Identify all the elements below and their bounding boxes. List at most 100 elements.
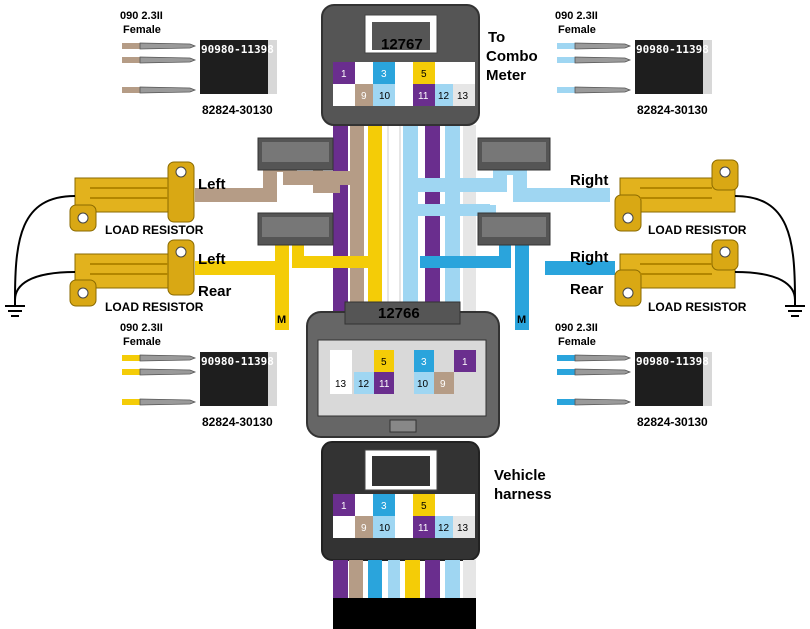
wire-lightblue-right <box>445 125 460 315</box>
terminal-wire-stub <box>122 369 140 375</box>
resistor-label: LOAD RESISTOR <box>648 223 747 237</box>
terminal-panel: 090 2.3II Female 90980-11398 82824-30130 <box>120 10 277 117</box>
terminal-type-label: 090 2.3II <box>120 10 163 22</box>
terminal-wire-stub <box>122 355 140 361</box>
terminal-wire-stub <box>557 399 575 405</box>
resistor-left-bottom: LOAD RESISTOR <box>69 239 204 314</box>
terminal-wire-stub <box>122 43 140 49</box>
wire-tan-left <box>350 125 364 315</box>
part-number-label: 90980-11398 <box>636 355 709 368</box>
resistor-right-top: LOAD RESISTOR <box>614 159 747 237</box>
terminal-wire-stub <box>557 43 575 49</box>
wire-lightblue-center <box>403 125 418 315</box>
resistor-label: LOAD RESISTOR <box>105 300 204 314</box>
pin-label: 13 <box>335 379 347 390</box>
pin-label: 3 <box>381 501 387 512</box>
terminal-gender-label: Female <box>123 24 161 36</box>
resistor-label: LOAD RESISTOR <box>648 300 747 314</box>
terminal-wire-stub <box>557 57 575 63</box>
pin-label: 9 <box>361 91 367 102</box>
terminal-pin-icon <box>139 368 197 376</box>
terminal-pin-icon <box>574 56 632 64</box>
resistor-right-bottom: LOAD RESISTOR <box>614 239 747 314</box>
wire-white-center <box>387 124 401 316</box>
terminal-type-label: 090 2.3II <box>555 322 598 334</box>
terminal-wire-stub <box>122 57 140 63</box>
wire-purple-right <box>425 125 440 315</box>
terminal-wire-stub <box>557 369 575 375</box>
connector-12767: 12767 1 3 5 9 10 11 12 13 <box>321 4 480 126</box>
pin-label: 10 <box>417 379 429 390</box>
m-mark-right: M <box>517 314 526 326</box>
terminal-pin-icon <box>139 354 197 362</box>
m-mark-left: M <box>277 314 286 326</box>
pin-label: 3 <box>381 69 387 80</box>
terminal-pin-icon <box>574 42 632 50</box>
terminal-panel: 090 2.3II Female 90980-11398 82824-30130 <box>555 322 712 429</box>
combo-meter-label-line3: Meter <box>486 67 526 84</box>
splice-blocks <box>257 137 551 246</box>
label-left-rear-1: Left <box>198 251 226 268</box>
part-number-label: 82824-30130 <box>202 415 273 429</box>
terminal-gender-label: Female <box>558 336 596 348</box>
pin-label: 1 <box>341 69 347 80</box>
part-block <box>200 352 277 406</box>
wire-yellow-cross <box>292 240 375 268</box>
pin-label: 12 <box>438 523 450 534</box>
combo-meter-label-line1: To <box>488 29 505 46</box>
ground-wire-left-bottom <box>14 271 76 301</box>
terminal-gender-label: Female <box>558 24 596 36</box>
pin-label: 11 <box>418 91 429 102</box>
terminal-type-label: 090 2.3II <box>555 10 598 22</box>
terminal-wire-stub <box>557 87 575 93</box>
pin-label: 13 <box>457 91 469 102</box>
part-number-label: 82824-30130 <box>637 415 708 429</box>
terminal-pin-icon <box>139 86 197 94</box>
wire-yellow-center <box>368 125 382 315</box>
resistor-left-top: LOAD RESISTOR <box>69 161 204 237</box>
wire-lightblue-cross <box>410 204 496 216</box>
terminal-pin-icon <box>574 354 632 362</box>
pin-label: 13 <box>457 523 469 534</box>
pin-label: 11 <box>379 379 390 390</box>
wire-bundle <box>195 124 615 330</box>
pin-label: 5 <box>381 357 387 368</box>
ground-wire-right-top <box>734 195 796 301</box>
ground-icon <box>5 300 25 317</box>
ground-wire-right-bottom <box>734 271 796 301</box>
vehicle-harness-label-line1: Vehicle <box>494 467 546 484</box>
part-number-label: 90980-11398 <box>201 355 274 368</box>
pin-label: 5 <box>421 69 427 80</box>
terminal-wire-stub <box>122 399 140 405</box>
label-left: Left <box>198 176 226 193</box>
terminal-pin-icon <box>574 368 632 376</box>
terminal-type-label: 090 2.3II <box>120 322 163 334</box>
pin-label: 10 <box>379 91 391 102</box>
terminal-pin-icon <box>139 398 197 406</box>
harness-boot <box>333 598 476 629</box>
part-number-label: 90980-11398 <box>201 43 274 56</box>
label-right-rear-2: Rear <box>570 281 604 298</box>
ground-wire-left-top <box>14 195 76 301</box>
part-number-label: 82824-30130 <box>637 103 708 117</box>
terminal-pin-icon <box>574 398 632 406</box>
resistor-label: LOAD RESISTOR <box>105 223 204 237</box>
terminal-wire-stub <box>557 355 575 361</box>
terminal-pin-icon <box>139 56 197 64</box>
part-number-label: 90980-11398 <box>636 43 709 56</box>
connector-12766: 12766 5 3 1 13 12 11 10 9 <box>306 301 500 438</box>
connector-vehicle-harness: 1 3 5 9 10 11 12 13 <box>321 441 480 629</box>
pin-label: 3 <box>421 357 427 368</box>
pin-label: 10 <box>379 523 391 534</box>
connector-id-12766: 12766 <box>378 305 420 322</box>
wire-gray-right <box>463 125 476 315</box>
wire-purple-left <box>333 125 348 315</box>
pin-label: 1 <box>341 501 347 512</box>
label-left-rear-2: Rear <box>198 283 232 300</box>
pin-label: 1 <box>462 357 468 368</box>
ground-icon <box>785 300 805 317</box>
connector-id-12767: 12767 <box>381 36 423 53</box>
part-number-label: 82824-30130 <box>202 103 273 117</box>
